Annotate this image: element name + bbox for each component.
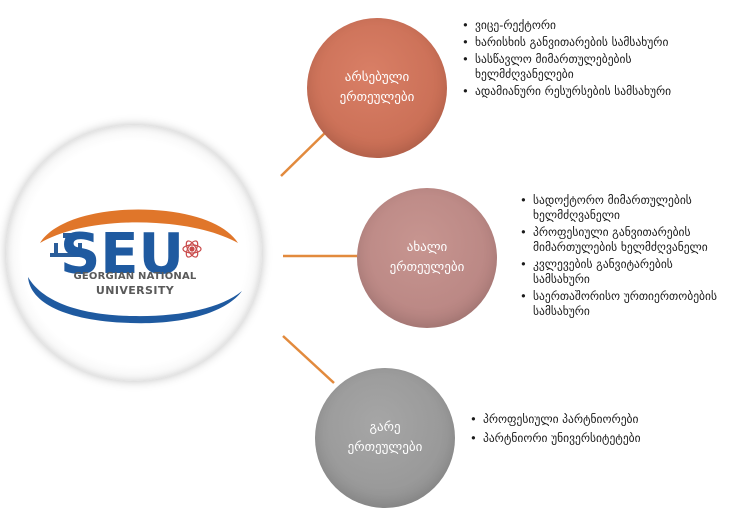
connector-line-bottom — [282, 335, 335, 384]
node-label-line2: ერთეულები — [347, 440, 423, 455]
list-item: პროფესიული განვითარების მიმართულების ხელ… — [518, 225, 728, 255]
node-label-line1: გარე — [369, 420, 401, 435]
list-item: პროფესიული პარტნიორები — [468, 412, 708, 427]
node-label-line2: ერთეულები — [339, 90, 415, 105]
node-label: ახალი ერთეულები — [390, 238, 465, 278]
node-label: გარე ერთეულები — [348, 418, 423, 458]
new-units-list: სადოქტორო მიმართულების ხელმძღვანელი პროფ… — [518, 193, 728, 321]
list-item: სასწავლო მიმართულებების ხელმძღვანელები — [460, 52, 715, 82]
node-label-line1: ახალი — [406, 240, 448, 255]
logo-letters: SEU — [60, 222, 184, 287]
external-units-list: პროფესიული პარტნიორები პარტნიორი უნივერს… — [468, 412, 708, 450]
list-item: ვიცე-რექტორი — [460, 18, 715, 33]
atom-icon — [182, 240, 202, 258]
list-item: ხარისხის განვითარების სამსახური — [460, 35, 715, 50]
list-item: სადოქტორო მიმართულების ხელმძღვანელი — [518, 193, 728, 223]
node-external-units: გარე ერთეულები — [315, 368, 455, 508]
list-item: კვლევების განვიტარების სამსახური — [518, 257, 728, 287]
connector-line-top — [280, 127, 331, 177]
node-new-units: ახალი ერთეულები — [357, 188, 497, 328]
node-label-line2: ერთეულები — [389, 260, 465, 275]
seu-logo: SEU GEORGIAN NATIONAL UNIVERSITY — [6, 125, 262, 381]
list-item: ადამიანური რესურსების სამსახური — [460, 84, 715, 99]
list-item: პარტნიორი უნივერსიტეტები — [468, 431, 708, 446]
logo-emblem: SEU — [28, 209, 242, 324]
node-label: არსებული ერთეულები — [340, 68, 415, 108]
logo-line1: GEORGIAN NATIONAL — [73, 271, 197, 282]
logo-line2: UNIVERSITY — [95, 284, 175, 297]
list-item: საერთაშორისო ურთიერთობების სამსახური — [518, 289, 728, 319]
node-existing-units: არსებული ერთეულები — [307, 18, 447, 158]
node-label-line1: არსებული — [344, 70, 410, 85]
existing-units-list: ვიცე-რექტორი ხარისხის განვითარების სამსა… — [460, 18, 715, 101]
